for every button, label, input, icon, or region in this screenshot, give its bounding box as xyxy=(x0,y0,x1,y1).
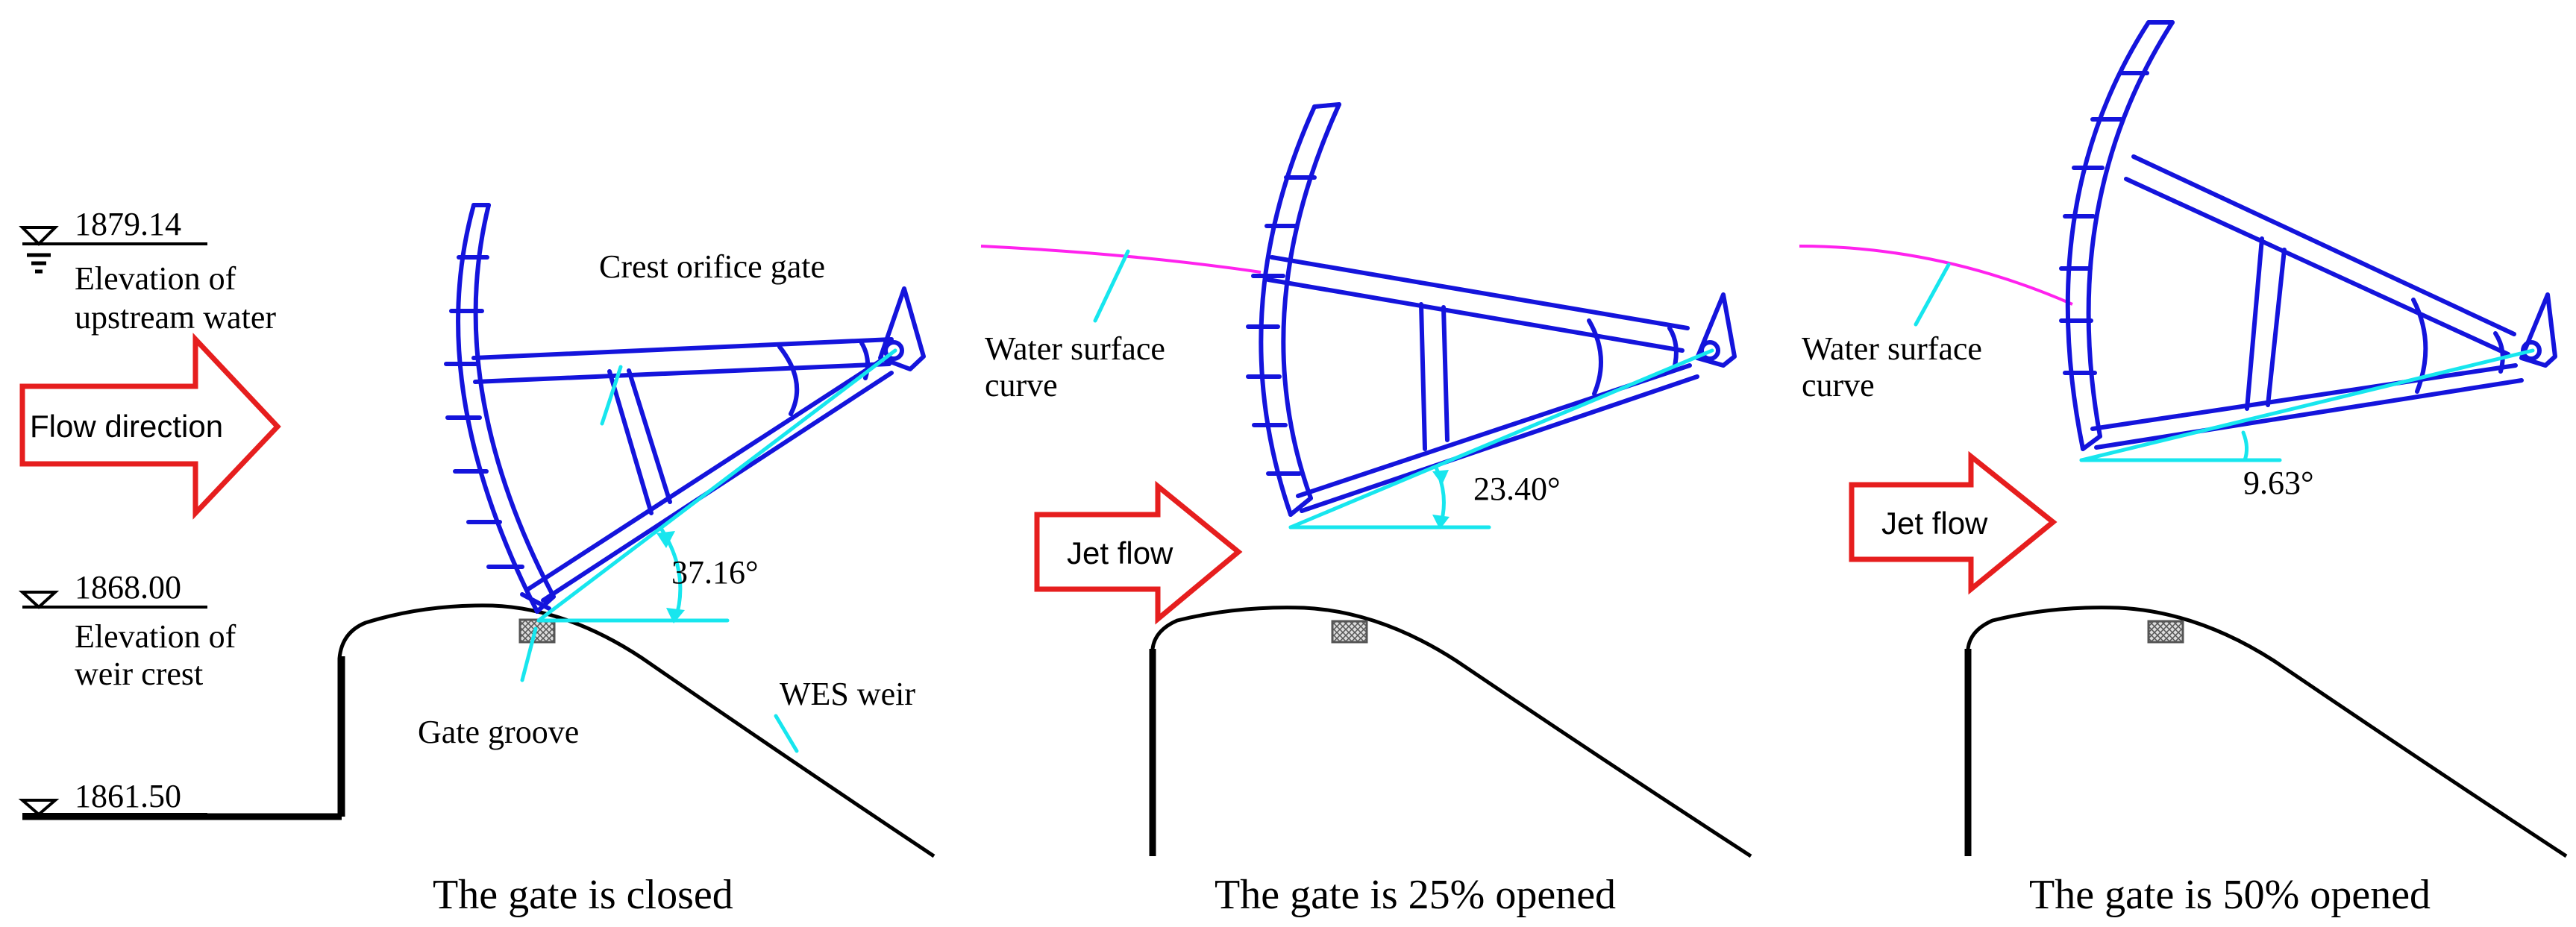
panel-closed: Crest orifice gate 37.16° Gate groove WE… xyxy=(22,203,936,918)
elevation-upstream-value: 1879.14 xyxy=(75,206,181,242)
caption-closed: The gate is closed xyxy=(433,872,733,918)
wes-weir-2 xyxy=(1150,606,1752,858)
crest-orifice-gate-2 xyxy=(1246,102,1737,517)
jet-flow-label-2: Jet flow xyxy=(1067,535,1173,571)
water-surface-label-2: curve xyxy=(985,367,1058,403)
elevation-bottom-value: 1861.50 xyxy=(75,778,181,814)
crest-orifice-gate-1 xyxy=(444,203,926,614)
flow-direction-arrow: Flow direction xyxy=(19,333,281,520)
elevation-upstream: 1879.14 Elevation of upstream water xyxy=(19,206,276,336)
jet-flow-arrow-2: Jet flow xyxy=(1034,480,1243,625)
angle-label-50: 9.63° xyxy=(2243,465,2314,501)
elevation-bottom: 1861.50 xyxy=(18,778,207,817)
water-surface-label-3b: curve xyxy=(1802,367,1875,403)
elevation-crest: 1868.00 Elevation of weir crest xyxy=(18,569,236,692)
panel-50-opened: Water surface curve 9.63° Jet flow The g… xyxy=(1799,20,2568,918)
gate-groove-label: Gate groove xyxy=(418,714,579,750)
gate-groove-2 xyxy=(1331,620,1368,644)
caption-25-opened: The gate is 25% opened xyxy=(1215,872,1616,918)
elevation-crest-label-1: Elevation of xyxy=(75,618,236,655)
gate-groove-1 xyxy=(518,618,556,644)
wes-weir-3 xyxy=(1966,606,2568,858)
caption-50-opened: The gate is 50% opened xyxy=(2029,872,2431,918)
wes-weir-label: WES weir xyxy=(780,676,915,712)
elevation-upstream-label-1: Elevation of xyxy=(75,260,236,297)
water-surface-label-3a: Water surface xyxy=(1802,330,1982,367)
gate-groove-3 xyxy=(2147,620,2184,644)
panel-25-opened: Water surface curve 23.40° Jet flow The … xyxy=(980,102,1752,918)
jet-flow-arrow-3: Jet flow xyxy=(1849,450,2058,595)
elevation-upstream-label-2: upstream water xyxy=(75,299,276,336)
angle-label-25: 23.40° xyxy=(1473,471,1561,507)
elevation-crest-label-2: weir crest xyxy=(75,656,203,692)
jet-flow-label-3: Jet flow xyxy=(1881,506,1988,541)
crest-orifice-gate-label: Crest orifice gate xyxy=(599,248,825,285)
water-surface-curve-3 xyxy=(1799,245,2073,306)
crest-orifice-gate-3 xyxy=(2059,20,2557,451)
angle-label-closed: 37.16° xyxy=(671,554,759,591)
flow-direction-label: Flow direction xyxy=(30,409,223,444)
water-surface-label-1: Water surface xyxy=(985,330,1165,367)
elevation-crest-value: 1868.00 xyxy=(75,569,181,606)
